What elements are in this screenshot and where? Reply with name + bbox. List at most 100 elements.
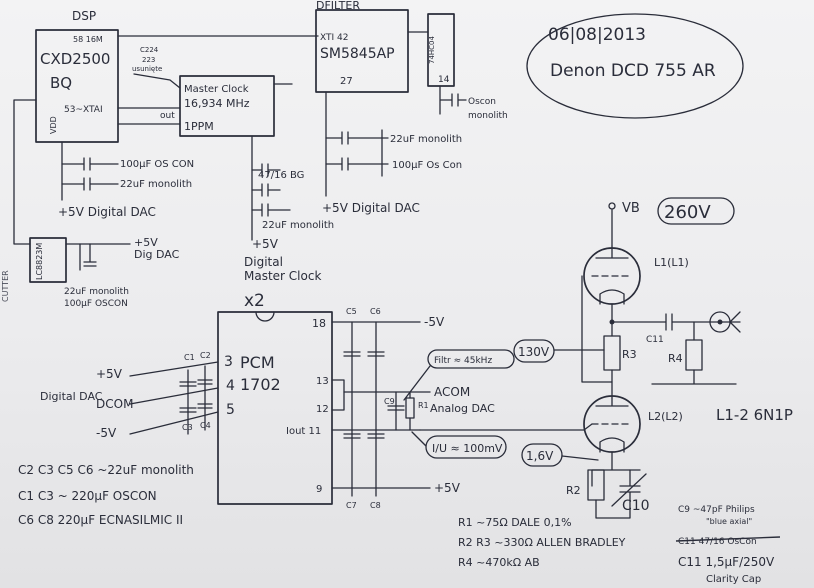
- tube-l2-cathode: [599, 437, 625, 453]
- side-chip-label: 74HC04: [428, 35, 436, 64]
- lower-chip-label: LC8823M: [35, 243, 44, 280]
- pcm-chip: [217, 311, 333, 505]
- l2-cathode-wire: [591, 451, 641, 487]
- mc-cap-note-2: 223: [142, 56, 155, 64]
- side-chip-caps: [439, 85, 467, 115]
- tube-model: L1-2 6N1P: [716, 406, 793, 424]
- output-jack-pin: [717, 319, 723, 325]
- legend-c-line2: "blue axial": [706, 517, 752, 526]
- cap-c5-label: C5: [346, 307, 357, 316]
- cap-c8-label: C8: [370, 501, 381, 510]
- side-chip: [427, 13, 455, 87]
- legend-r-line3: R4 ~470kΩ AB: [458, 556, 540, 569]
- pcm-plus5: +5V: [96, 367, 123, 381]
- tube-l1-label: L1(L1): [654, 256, 689, 269]
- cap-c10-label: C10: [622, 498, 650, 514]
- pcm-pin9: 9: [316, 484, 322, 495]
- cap-note-pointer: [133, 73, 181, 89]
- mc-cap-note-3: usunięte: [132, 65, 162, 73]
- v130-bubble: [513, 339, 555, 363]
- note-plus5-mc: +5V: [252, 237, 279, 251]
- pcm-notch: [255, 311, 275, 322]
- pcm-pin5: 5: [226, 402, 235, 418]
- legend-r-line2: R2 R3 ~330Ω ALLEN BRADLEY: [458, 536, 626, 549]
- dsp-chip-name: CXD2500: [40, 50, 110, 68]
- note-mono22-c: 22uF monolith: [262, 220, 334, 231]
- legend-line1: C2 C3 C5 C6 ~22uF monolith: [18, 463, 194, 477]
- cap-c11: [611, 313, 741, 331]
- cap-47-16: [251, 163, 281, 177]
- note-plus5-dig-dac-b: +5V Digital DAC: [322, 201, 420, 215]
- vb-value-bubble: [657, 197, 735, 225]
- cap-c10: [619, 469, 641, 509]
- dsp-pin53: 53~XTAI: [64, 105, 103, 115]
- resistor-r2-label: R2: [566, 484, 581, 497]
- tube-l2-anode: [595, 397, 629, 407]
- pcm-left-rails: [187, 365, 206, 435]
- tube-v16: 1,6V: [526, 449, 554, 463]
- resistor-r1-label: R1: [418, 401, 429, 410]
- dsp-caption: DSP: [72, 9, 96, 23]
- resistor-r4-label: R4: [668, 352, 683, 365]
- header-device: Denon DCD 755 AR: [550, 61, 716, 81]
- pcm-filter: Filtr ≈ 45kHz: [434, 356, 492, 366]
- pcm-minus5-right: -5V: [424, 315, 445, 329]
- cap-c7-label: C7: [346, 501, 357, 510]
- pcm-dcom: DCOM: [96, 397, 133, 411]
- margin-text: CUTTER: [1, 270, 10, 302]
- v16-pointer: [561, 455, 599, 461]
- pcm-pin13: 13: [316, 376, 329, 387]
- r4-ground: [651, 369, 737, 385]
- legend-c-line1: C9 ~47pF Philips: [678, 505, 755, 515]
- vb-node: [608, 202, 616, 210]
- dsp-vdd: VDD: [49, 116, 58, 134]
- dsp-chip-body: [35, 29, 119, 143]
- l1-grid-feedback: [581, 275, 613, 383]
- pcm-pin4: 4: [226, 378, 235, 394]
- filter-pointer: [403, 365, 431, 401]
- cap-22uf-b: [325, 131, 389, 145]
- master-clock-freq: 16,934 MHz: [184, 97, 250, 110]
- resistor-r3-label: R3: [622, 348, 637, 361]
- dfilter-caption: DFILTER: [316, 0, 360, 12]
- pcm-iv: I/U ≈ 100mV: [432, 442, 503, 455]
- pcm-digital-dac: Digital DAC: [40, 390, 103, 403]
- legend-r-line1: R1 ~75Ω DALE 0,1%: [458, 516, 572, 529]
- header-ellipse: [526, 13, 744, 119]
- note-plus5-dig-dac-a: +5V Digital DAC: [58, 205, 156, 219]
- cap-c2-label: C2: [200, 351, 211, 360]
- cap-c9-label: C9: [384, 397, 395, 406]
- header-date: 06|08|2013: [548, 25, 646, 45]
- dsp-left-wire: [13, 99, 37, 245]
- note-oscon-side: Oscon: [468, 97, 496, 107]
- iu-bubble: [425, 435, 507, 459]
- note-mono22-b: 22uF monolith: [390, 134, 462, 145]
- note-oscon100-b: 100µF Os Con: [392, 160, 462, 171]
- legend-c-line3: C11 47/16 OsCon: [678, 537, 757, 547]
- note-mono-side: monolith: [468, 111, 508, 121]
- c10-variable-arrow: [611, 473, 647, 507]
- pcm-pin11: Iout 11: [286, 426, 321, 437]
- legend-line2: C1 C3 ~ 220µF OSCON: [18, 489, 157, 503]
- legend-strike: [675, 536, 781, 542]
- side-chip-pin14: 14: [438, 75, 450, 85]
- tube-l1-cathode: [599, 289, 625, 305]
- pcm-dcom-wire: [129, 387, 219, 405]
- resistor-r1: [405, 397, 415, 419]
- resistor-r2: [587, 469, 605, 501]
- note-oscon100-a: 100µF OS CON: [120, 159, 194, 170]
- legend-line3: C6 C8 220µF ECNASILMIC II: [18, 513, 183, 527]
- filter-bubble: [427, 349, 515, 369]
- dsp-chip-suffix: BQ: [50, 74, 72, 92]
- pcm-pin18: 18: [312, 317, 326, 330]
- dfilter-chip: [315, 9, 409, 93]
- pcm-pin3: 3: [224, 354, 233, 370]
- resistor-r3: [603, 335, 621, 371]
- pcm-pin12: 12: [316, 404, 329, 415]
- lower-chip-caps: [79, 243, 97, 271]
- note-dig-dac-plus5: +5V: [134, 236, 158, 249]
- master-clock-out: out: [160, 111, 175, 121]
- master-clock-title: Master Clock: [184, 84, 249, 95]
- master-clock-ppm: 1PPM: [184, 120, 214, 133]
